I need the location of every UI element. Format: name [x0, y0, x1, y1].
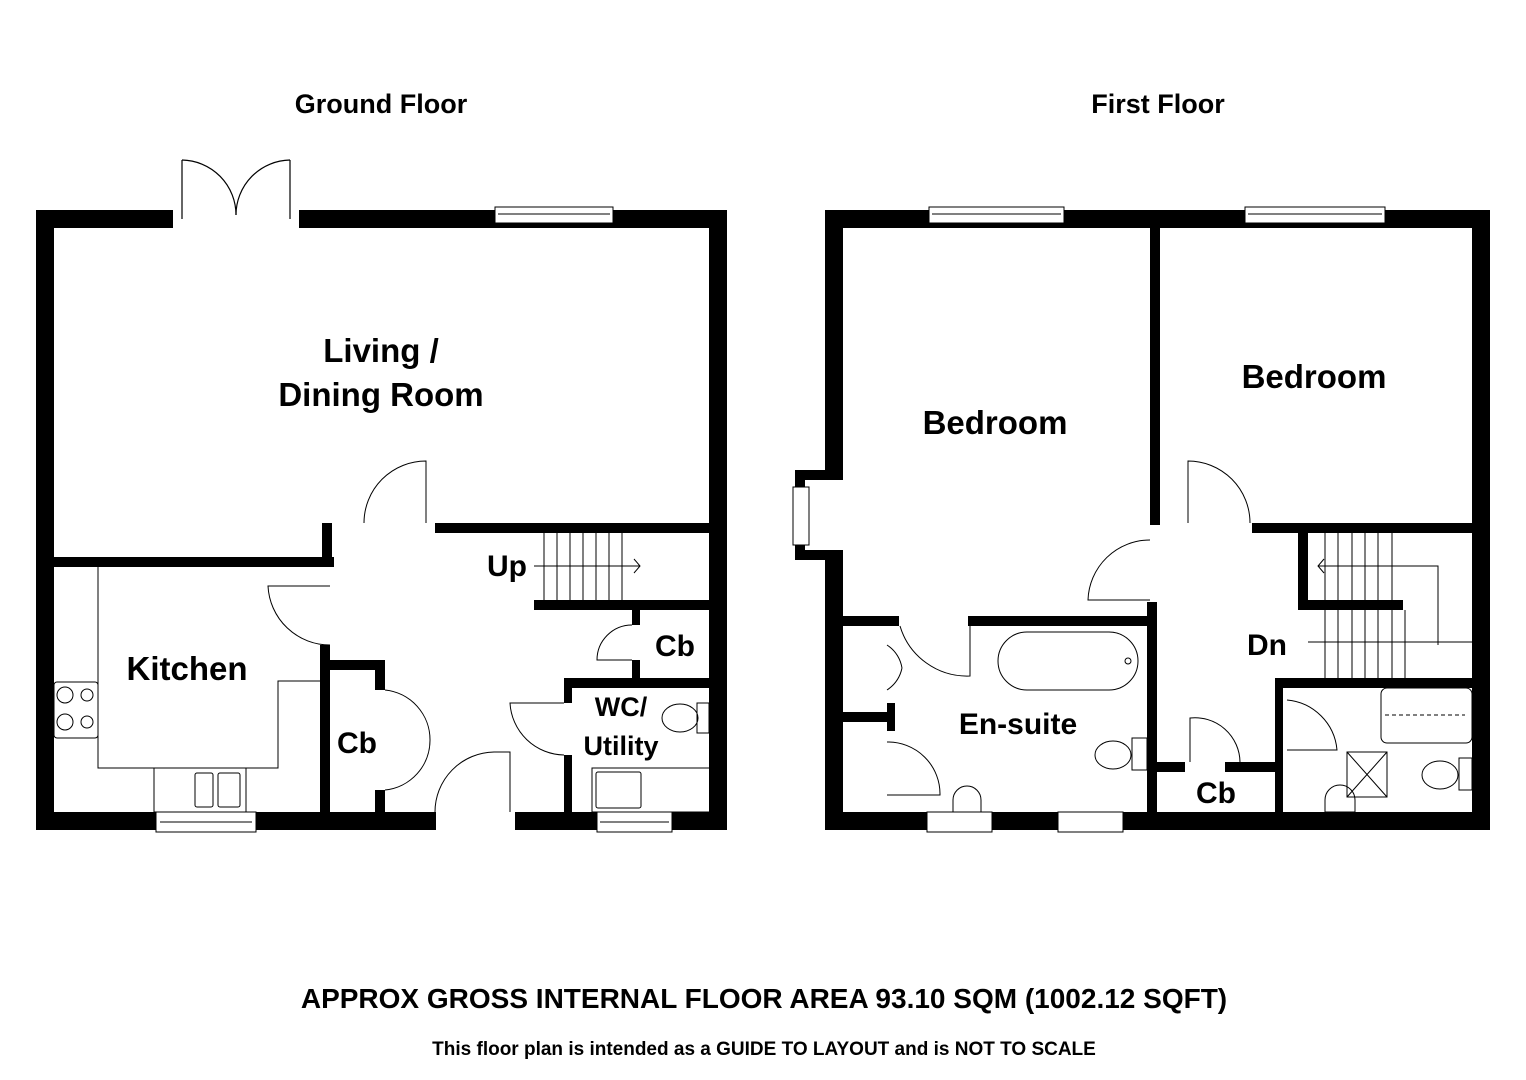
living-room-label-line2: Dining Room: [278, 376, 483, 413]
disclaimer-text: This floor plan is intended as a GUIDE T…: [432, 1039, 1096, 1060]
cupboard-right-label: Cb: [655, 630, 695, 663]
kitchen-label: Kitchen: [126, 650, 247, 687]
ground-stairs: [534, 533, 641, 600]
first-windows: [792, 206, 1386, 833]
floor-area-text: APPROX GROSS INTERNAL FLOOR AREA 93.10 S…: [301, 983, 1227, 1014]
cupboard-left-label: Cb: [337, 727, 377, 760]
ground-doors: [267, 460, 633, 813]
first-floor-walls: [795, 210, 1490, 830]
french-doors: [181, 159, 291, 219]
wc-label-line2: Utility: [583, 731, 658, 761]
stairs-down-label: Dn: [1247, 629, 1287, 662]
wc-label-line1: WC/: [595, 692, 648, 722]
first-stairs: [1308, 533, 1472, 678]
ground-floor-walls: [36, 210, 727, 830]
ground-floor-plan: Ground Floor: [36, 89, 727, 833]
ensuite-label: En-suite: [959, 708, 1077, 741]
cupboard-label: Cb: [1196, 777, 1236, 810]
ground-floor-title: Ground Floor: [295, 89, 468, 119]
first-floor-title: First Floor: [1091, 89, 1225, 119]
stairs-up-label: Up: [487, 550, 527, 583]
bathroom-fixtures: [952, 631, 1473, 813]
first-floor-plan: First Floor: [792, 89, 1490, 833]
bedroom-second-label: Bedroom: [1242, 358, 1387, 395]
first-doors: [886, 460, 1338, 796]
bedroom-main-label: Bedroom: [923, 404, 1068, 441]
living-room-label-line1: Living /: [323, 332, 439, 369]
kitchen-counters: [53, 567, 711, 813]
